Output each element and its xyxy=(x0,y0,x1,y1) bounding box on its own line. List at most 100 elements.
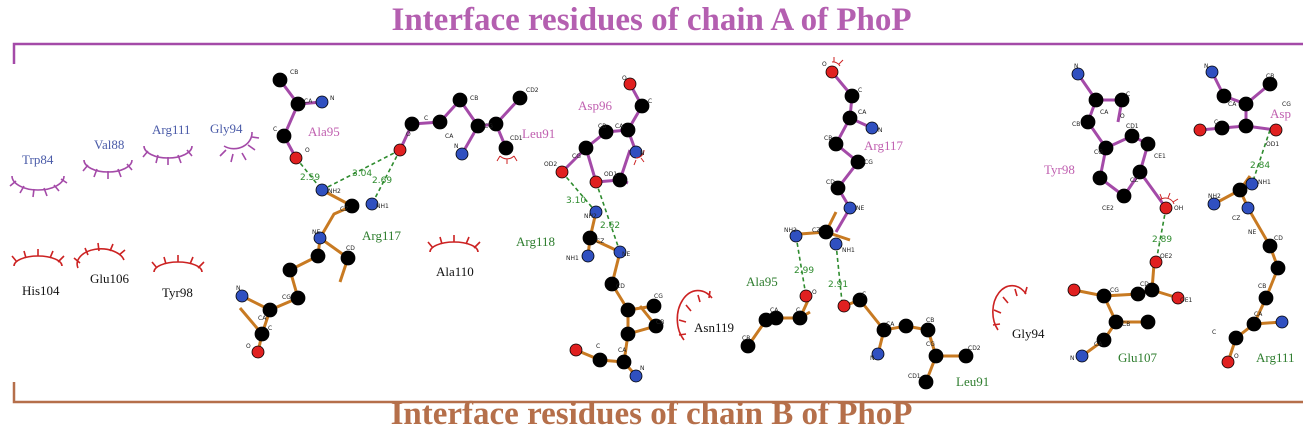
atom-label: NH1 xyxy=(842,247,855,254)
atom-label: C xyxy=(1212,329,1216,336)
atom-label: CA xyxy=(258,315,267,322)
atom-label: CB xyxy=(598,123,606,130)
atom-label: CZ xyxy=(596,238,604,245)
atom-label: OD1 xyxy=(1266,141,1279,148)
atom-label: NE xyxy=(312,229,320,236)
atom-label: CZ xyxy=(1232,215,1240,222)
atom-label: C xyxy=(424,115,428,122)
atom-label: CD2 xyxy=(526,87,539,94)
hbond-distance: 3.04 xyxy=(352,169,372,179)
atom-carbon xyxy=(1262,238,1278,254)
atom-label: O xyxy=(406,131,411,138)
atom-carbon xyxy=(1092,170,1108,186)
atom-carbon xyxy=(592,352,608,368)
atom-label: CG xyxy=(654,293,663,300)
atom-carbon xyxy=(646,298,662,314)
atom-carbon xyxy=(1098,140,1114,156)
atom-label: NH2 xyxy=(328,188,341,195)
atom-label: CA xyxy=(770,307,779,314)
atom-label: N xyxy=(454,143,459,150)
atom-label: CD xyxy=(616,283,625,290)
atom-oxygen xyxy=(393,143,407,157)
atom-label: N xyxy=(330,95,335,102)
residue-label-ala95a: Ala95 xyxy=(308,124,340,139)
atom-label: C xyxy=(796,307,800,314)
atom-carbon xyxy=(1116,188,1132,204)
atom-label: CG xyxy=(864,159,873,166)
atom-label: CB xyxy=(824,135,832,142)
atom-carbon xyxy=(1238,118,1254,134)
atom-label: CD xyxy=(826,179,835,186)
residue-label-arg117a: Arg117 xyxy=(362,228,402,243)
atom-label: N xyxy=(236,285,241,292)
atom-label: O xyxy=(305,147,310,154)
atom-label: CE2 xyxy=(1102,205,1114,212)
atom-nitrogen xyxy=(455,147,469,161)
atom-labels: CB CA N C O NH2 CZ NH1 NE CD CG CA N C O… xyxy=(236,61,1291,380)
atom-label: CD1 xyxy=(908,373,921,380)
atom-carbon xyxy=(830,180,846,196)
atom-carbon xyxy=(262,302,278,318)
atom-label: CA xyxy=(615,123,624,130)
atom-carbon xyxy=(928,348,944,364)
atom-carbon xyxy=(1232,182,1248,198)
atom-oxygen xyxy=(623,77,637,91)
atom-nitrogen xyxy=(629,369,643,383)
atom-carbon xyxy=(740,338,756,354)
atom-nitrogen xyxy=(613,245,627,259)
atom-nitrogen xyxy=(1071,67,1085,81)
hydrophobic-arc-gly94-b xyxy=(992,284,1028,331)
atom-label: CZ xyxy=(1130,177,1138,184)
atom-carbon xyxy=(1258,290,1274,306)
residue-label-ala95b: Ala95 xyxy=(746,274,778,289)
atom-label: C xyxy=(858,87,862,94)
atom-label: CB xyxy=(1266,73,1274,80)
atom-carbon xyxy=(850,154,866,170)
atom-oxygen xyxy=(1269,123,1283,137)
atom-carbon xyxy=(612,172,628,188)
hydrophobic-arc-arg111 xyxy=(142,145,193,165)
atom-label: NH1 xyxy=(376,203,389,210)
atom-label: O xyxy=(822,61,827,68)
atom-label: CA xyxy=(618,347,627,354)
atom-label: N xyxy=(640,365,645,372)
residue-label-trp84: Trp84 xyxy=(22,152,54,167)
atom-nitrogen xyxy=(865,121,879,135)
atom-label: CA xyxy=(1228,101,1237,108)
atom-carbon xyxy=(1216,88,1232,104)
atom-carbon xyxy=(1130,286,1146,302)
hbond-distance: 2.91 xyxy=(828,280,848,290)
residue-label-tyr98b: Tyr98 xyxy=(162,285,193,300)
atom-carbon xyxy=(758,312,774,328)
atom-carbon xyxy=(844,88,860,104)
atom-nitrogen xyxy=(235,289,249,303)
atom-nitrogen xyxy=(1075,349,1089,363)
atom-carbon xyxy=(1080,114,1096,130)
atom-carbon xyxy=(1088,92,1104,108)
residue-label-arg117b: Arg117 xyxy=(864,138,904,153)
atom-label: O xyxy=(246,343,251,350)
atom-oxygen xyxy=(251,345,265,359)
atom-carbon xyxy=(282,262,298,278)
atom-label: NH1 xyxy=(1258,179,1271,186)
atom-label: C xyxy=(1126,91,1130,98)
atoms xyxy=(235,65,1289,390)
hydrophobic-arc-ala110 xyxy=(427,235,481,253)
residue-label-asp96: Asp96 xyxy=(578,98,612,113)
atom-nitrogen xyxy=(1241,201,1255,215)
atom-carbon xyxy=(488,116,504,132)
atom-carbon xyxy=(958,348,974,364)
hbond-distance: 2.84 xyxy=(1250,161,1270,171)
atom-oxygen xyxy=(825,65,839,79)
atom-label: CG xyxy=(1282,101,1291,108)
atom-label: O xyxy=(622,75,627,82)
atom-label: CB xyxy=(470,95,478,102)
atom-label: CA xyxy=(886,321,895,328)
atom-label: OE1 xyxy=(1180,297,1193,304)
atom-label: N xyxy=(640,150,645,157)
atom-label: CG xyxy=(282,294,291,301)
hydrophobic-arc-glu106 xyxy=(73,242,126,269)
atom-carbon xyxy=(1228,330,1244,346)
atom-carbon xyxy=(920,322,936,338)
atom-nitrogen xyxy=(589,205,603,219)
